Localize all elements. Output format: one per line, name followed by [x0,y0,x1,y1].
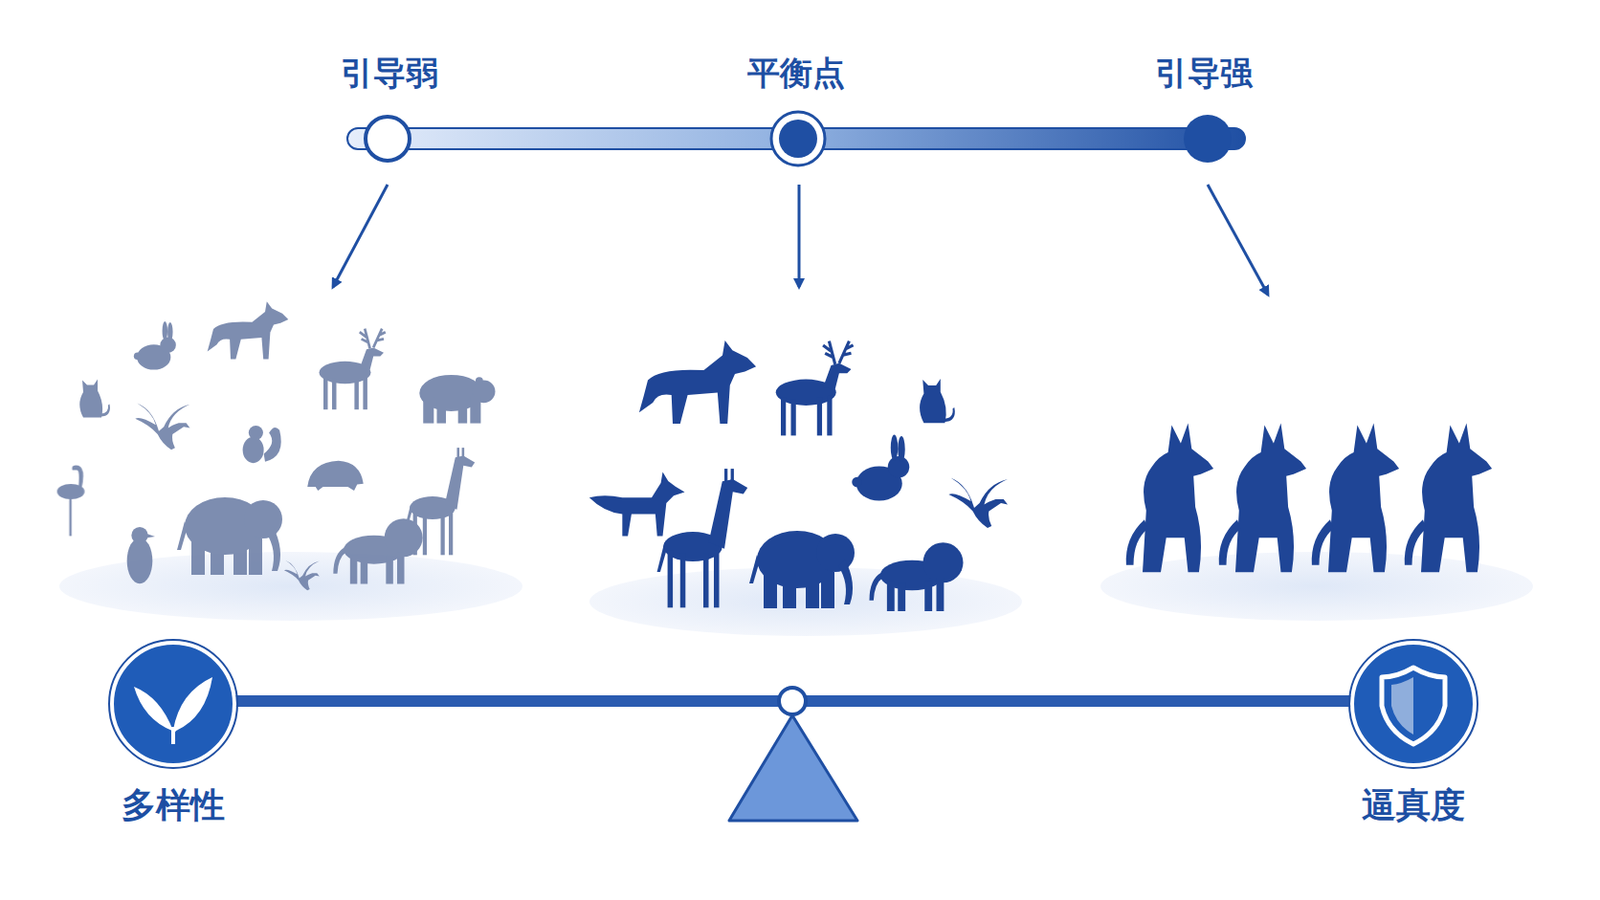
guidance-label: 引导弱 [340,55,439,91]
guidance-label: 平衡点 [747,55,845,91]
guidance-label: 引导强 [1155,55,1253,91]
axis-label: 逼真度 [1361,786,1466,825]
axis-label: 多样性 [121,786,225,825]
